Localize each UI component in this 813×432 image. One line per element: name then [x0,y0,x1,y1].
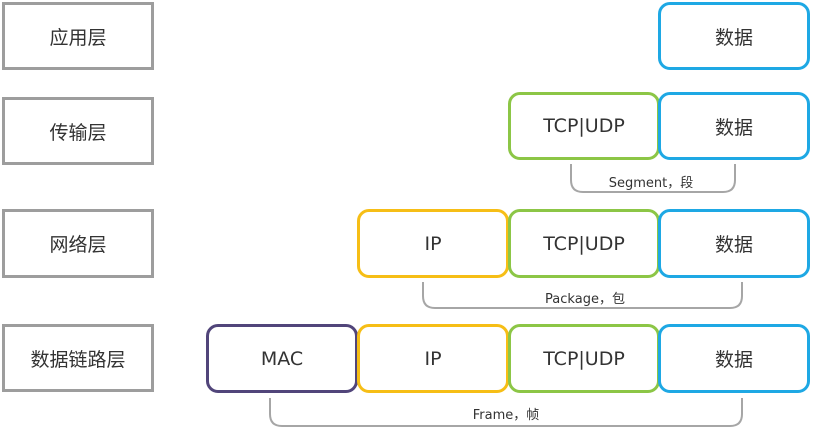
cell-label: 数据 [714,116,753,139]
layer-label: 数据链路层 [30,348,126,371]
ip-cell: IP [357,209,509,278]
layer-application: 应用层 [2,2,154,70]
layer-label: 应用层 [49,26,107,49]
cell-label: TCP|UDP [543,232,625,255]
cell-label: 数据 [714,349,753,371]
mac-cell: MAC [206,324,358,393]
cell-label: TCP|UDP [543,347,625,370]
data-cell: 数据 [658,2,810,70]
segment-brace [570,164,736,193]
frame-brace [269,398,743,427]
tcp-udp-cell: TCP|UDP [508,324,660,393]
cell-label: TCP|UDP [543,115,625,137]
cell-label: 数据 [714,234,753,256]
frame-label: Frame，帧 [468,404,544,423]
data-cell: 数据 [658,209,810,278]
layer-datalink: 数据链路层 [2,324,154,392]
ip-cell: IP [357,324,509,393]
layer-label: 传输层 [49,121,107,144]
layer-network: 网络层 [2,209,154,278]
layer-label: 网络层 [49,234,107,256]
data-cell: 数据 [658,92,810,160]
cell-label: 数据 [714,26,753,49]
data-cell: 数据 [658,324,810,393]
package-brace [422,282,743,309]
package-label: Package，包 [541,288,629,307]
cell-label: IP [424,347,442,370]
cell-label: IP [424,232,442,255]
segment-label: Segment，段 [604,172,698,191]
cell-label: MAC [260,347,304,370]
layer-transport: 传输层 [2,97,154,165]
tcp-udp-cell: TCP|UDP [508,209,660,278]
